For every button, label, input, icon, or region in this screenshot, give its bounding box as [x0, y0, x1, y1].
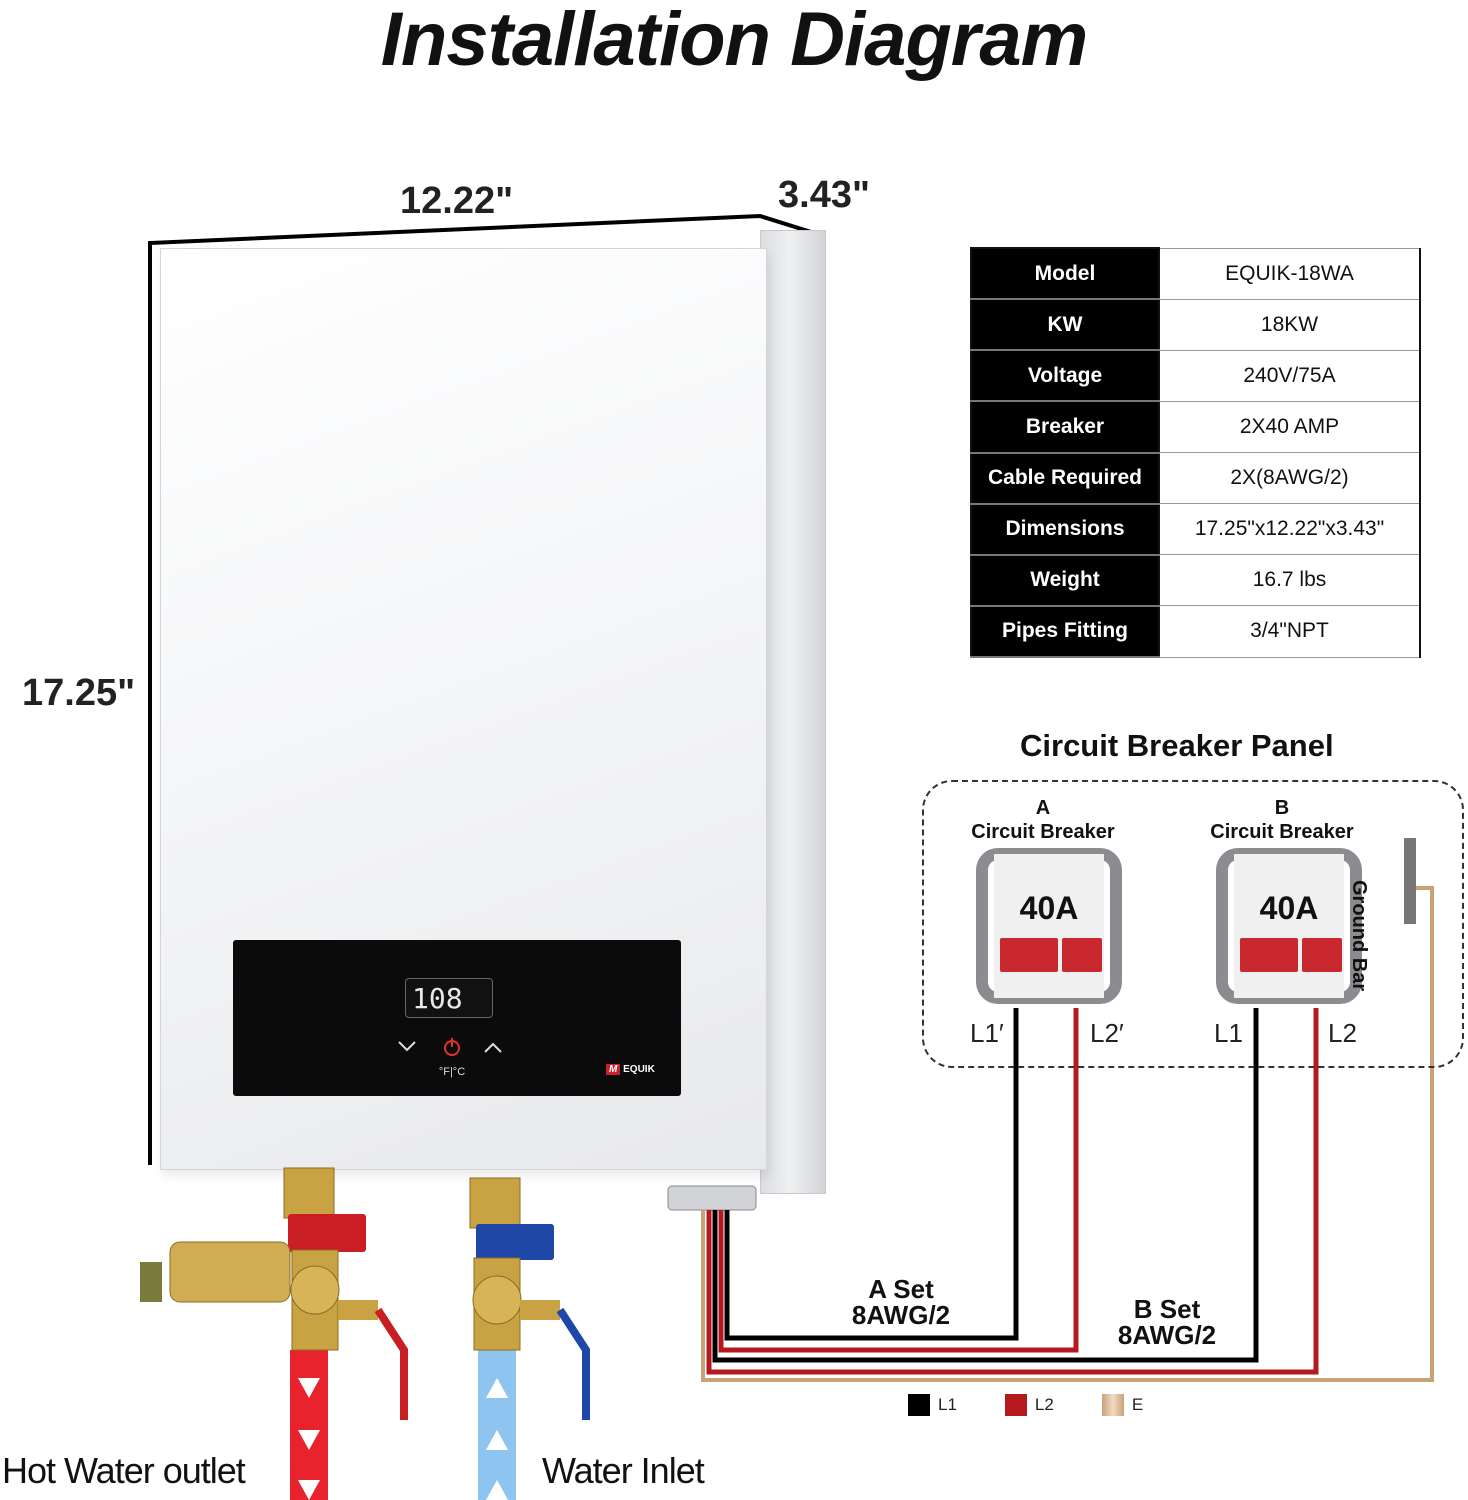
- spec-value: 3/4"NPT: [1159, 605, 1421, 658]
- breaker-b-name: Circuit Breaker: [1210, 821, 1354, 843]
- terminal-l1: L1: [1214, 1018, 1243, 1048]
- circuit-panel-title: Circuit Breaker Panel: [1020, 728, 1334, 763]
- legend-swatch-e: [1101, 1394, 1124, 1416]
- heater-side-panel: [760, 230, 826, 1194]
- terminal-l1-prime: L1′: [970, 1018, 1004, 1048]
- spec-value: 2X(8AWG/2): [1159, 451, 1421, 505]
- spec-label: Voltage: [970, 349, 1160, 403]
- legend-label-e: E: [1131, 1395, 1144, 1414]
- water-inlet-label: Water Inlet: [542, 1450, 705, 1491]
- legend-label-l1: L1: [938, 1395, 957, 1414]
- legend-item: L2: [1004, 1394, 1054, 1416]
- breaker-b-toggle-2[interactable]: [1302, 938, 1342, 972]
- breaker-a-toggle-1[interactable]: [1000, 938, 1058, 972]
- legend-swatch-l1: [908, 1394, 930, 1416]
- width-dimension: 12.22": [400, 180, 514, 222]
- hot-water-pipe: [290, 1350, 328, 1500]
- breaker-a-name: Circuit Breaker: [971, 821, 1115, 843]
- b-set-l2-wire: [706, 1008, 1319, 1375]
- down-arrow-icon: [398, 1041, 416, 1052]
- a-set-label: A Set 8AWG/2: [836, 1276, 966, 1328]
- b-set-label: B Set 8AWG/2: [1102, 1296, 1232, 1348]
- breaker-b-letter: B: [1274, 797, 1290, 819]
- spec-value: 240V/75A: [1159, 349, 1421, 402]
- breaker-b-rating: 40A: [1259, 890, 1319, 926]
- a-set-l2-wire: [718, 1008, 1079, 1353]
- breaker-a-heading: A Circuit Breaker: [953, 796, 1133, 844]
- spec-label: Breaker: [970, 400, 1160, 454]
- spec-label: KW: [970, 298, 1160, 352]
- cold-water-pipe: [478, 1350, 516, 1500]
- circuit-panel-outline: [922, 780, 1464, 1068]
- spec-value: 2X40 AMP: [1159, 400, 1421, 454]
- a-set-gauge: 8AWG/2: [851, 1300, 951, 1330]
- breaker-b[interactable]: 40A: [1216, 848, 1362, 1004]
- spec-label: Weight: [970, 553, 1160, 607]
- breaker-a-letter: A: [1035, 797, 1051, 819]
- ground-wire: [701, 886, 1434, 1382]
- legend-item: E: [1101, 1394, 1144, 1416]
- b-set-l1-wire: [712, 1008, 1259, 1363]
- legend-swatch-l2: [1004, 1394, 1027, 1416]
- terminal-block: [667, 1185, 757, 1211]
- a-set-name: A Set: [868, 1274, 934, 1304]
- hot-valve: [140, 1167, 408, 1420]
- b-set-name: B Set: [1133, 1294, 1201, 1324]
- page-title: Installation Diagram: [380, 0, 1088, 82]
- spec-label: Model: [970, 246, 1160, 301]
- breaker-b-heading: B Circuit Breaker: [1192, 796, 1372, 844]
- hot-water-outlet-label: Hot Water outlet: [2, 1450, 246, 1491]
- brand-name: EQUIK: [623, 1064, 655, 1075]
- spec-label: Dimensions: [970, 502, 1160, 556]
- depth-dimension: 3.43": [778, 174, 870, 216]
- terminal-l2-prime: L2′: [1090, 1018, 1124, 1048]
- control-buttons: [398, 1038, 502, 1056]
- power-icon: [444, 1038, 460, 1056]
- breaker-a-toggle-2[interactable]: [1062, 938, 1102, 972]
- legend-item: L1: [908, 1394, 957, 1416]
- breaker-b-toggle-1[interactable]: [1240, 938, 1298, 972]
- breaker-a[interactable]: 40A: [976, 848, 1122, 1004]
- breaker-a-rating: 40A: [1019, 890, 1079, 926]
- cold-flow-arrows: [486, 1378, 508, 1500]
- ground-bar: [1404, 838, 1416, 924]
- ground-bar-label: Ground Bar: [1348, 880, 1370, 992]
- cold-valve: [469, 1177, 590, 1420]
- spec-value: 18KW: [1159, 298, 1421, 351]
- spec-value: EQUIK-18WA: [1159, 247, 1421, 300]
- spec-value: 16.7 lbs: [1159, 554, 1421, 607]
- spec-value: 17.25"x12.22"x3.43": [1159, 503, 1421, 556]
- spec-label: Pipes Fitting: [970, 604, 1160, 659]
- b-set-gauge: 8AWG/2: [1117, 1320, 1217, 1350]
- unit-toggle-label: °F|°C: [438, 1066, 466, 1078]
- legend-label-l2: L2: [1034, 1395, 1054, 1414]
- height-dimension: 17.25": [22, 672, 136, 714]
- spec-label: Cable Required: [970, 451, 1160, 505]
- hot-flow-arrows: [298, 1378, 320, 1500]
- wire-legend: L1 L2 E: [908, 1394, 1143, 1416]
- temperature-display: 108: [405, 978, 493, 1018]
- a-set-l1-wire: [724, 1008, 1019, 1341]
- brand-logo: M EQUIK: [606, 1064, 676, 1084]
- up-arrow-icon: [484, 1042, 502, 1053]
- terminal-l2: L2: [1328, 1018, 1357, 1048]
